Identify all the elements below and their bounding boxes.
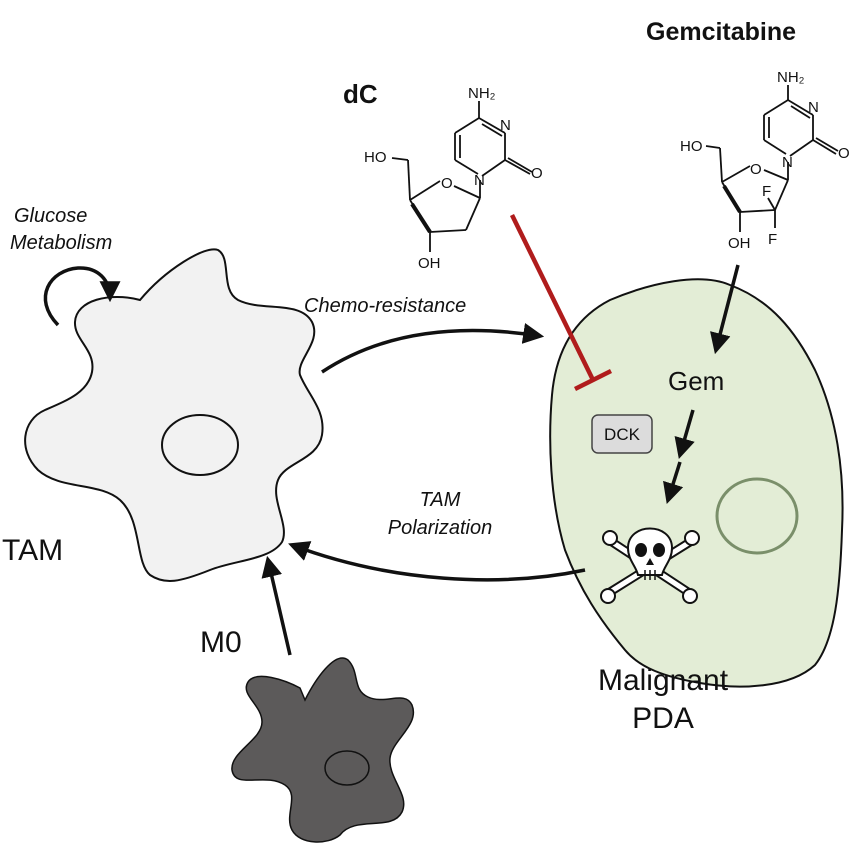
pda-nucleus	[715, 477, 799, 555]
dc-n1-label: N	[474, 172, 485, 189]
gem-n1-label: N	[782, 154, 793, 171]
dc-ho-label: HO	[364, 149, 387, 166]
pda-label-line2: PDA	[632, 702, 694, 735]
pda-cell-body	[549, 278, 844, 688]
gem-ho-label: HO	[680, 138, 703, 155]
gem-label: Gem	[668, 366, 724, 396]
tam-cell-body	[24, 248, 324, 582]
chemoresistance-label: Chemo-resistance	[304, 295, 466, 317]
gem-o-label: O	[838, 145, 850, 162]
m0-to-tam-arrow	[261, 555, 292, 656]
gemcitabine-uptake-arrow	[710, 264, 740, 355]
gem-f1-label: F	[762, 183, 771, 200]
dc-oh-label: OH	[418, 255, 441, 272]
dc-o-label: O	[531, 165, 543, 182]
glucose-label-line2: Metabolism	[10, 232, 112, 254]
m0-cell-body	[231, 657, 415, 843]
dc-inhibition-line	[509, 214, 613, 392]
skull-crossbones-icon	[600, 527, 700, 604]
m0-cell	[231, 657, 415, 843]
m0-label: M0	[200, 626, 242, 659]
gem-amine-label: NH₂	[777, 69, 805, 86]
phosphorylation-arrow-2	[663, 461, 684, 505]
pda-cell	[549, 278, 844, 688]
gem-ring-o-label: O	[750, 161, 762, 178]
tam-polarization-arrow	[288, 541, 586, 582]
dc-structure	[391, 101, 533, 252]
dck-label: DCK	[604, 425, 641, 444]
gemcitabine-title: Gemcitabine	[646, 18, 796, 46]
tam-nucleus	[161, 414, 239, 476]
tam-polarization-label-line2: Polarization	[388, 517, 493, 539]
gemcitabine-structure	[705, 85, 839, 232]
tam-label: TAM	[2, 534, 63, 567]
gem-f2-label: F	[768, 231, 777, 248]
m0-nucleus	[324, 750, 370, 786]
dc-n-label: N	[500, 117, 511, 134]
glucose-cycle-arrow	[43, 266, 121, 327]
dck-enzyme: DCK	[591, 414, 653, 454]
tam-cell	[24, 248, 324, 582]
dc-name: dC	[343, 79, 378, 109]
gem-oh-label: OH	[728, 235, 751, 252]
pda-label-line1: Malignant	[598, 664, 729, 697]
chemoresistance-arrow	[321, 323, 545, 374]
dc-ring-o-label: O	[441, 175, 453, 192]
dc-amine-label: NH₂	[468, 85, 496, 102]
dck-box	[591, 414, 653, 454]
phosphorylation-arrow-1	[674, 409, 695, 460]
gem-n-label: N	[808, 99, 819, 116]
tam-polarization-label-line1: TAM	[420, 489, 461, 511]
glucose-label-line1: Glucose	[14, 205, 87, 227]
